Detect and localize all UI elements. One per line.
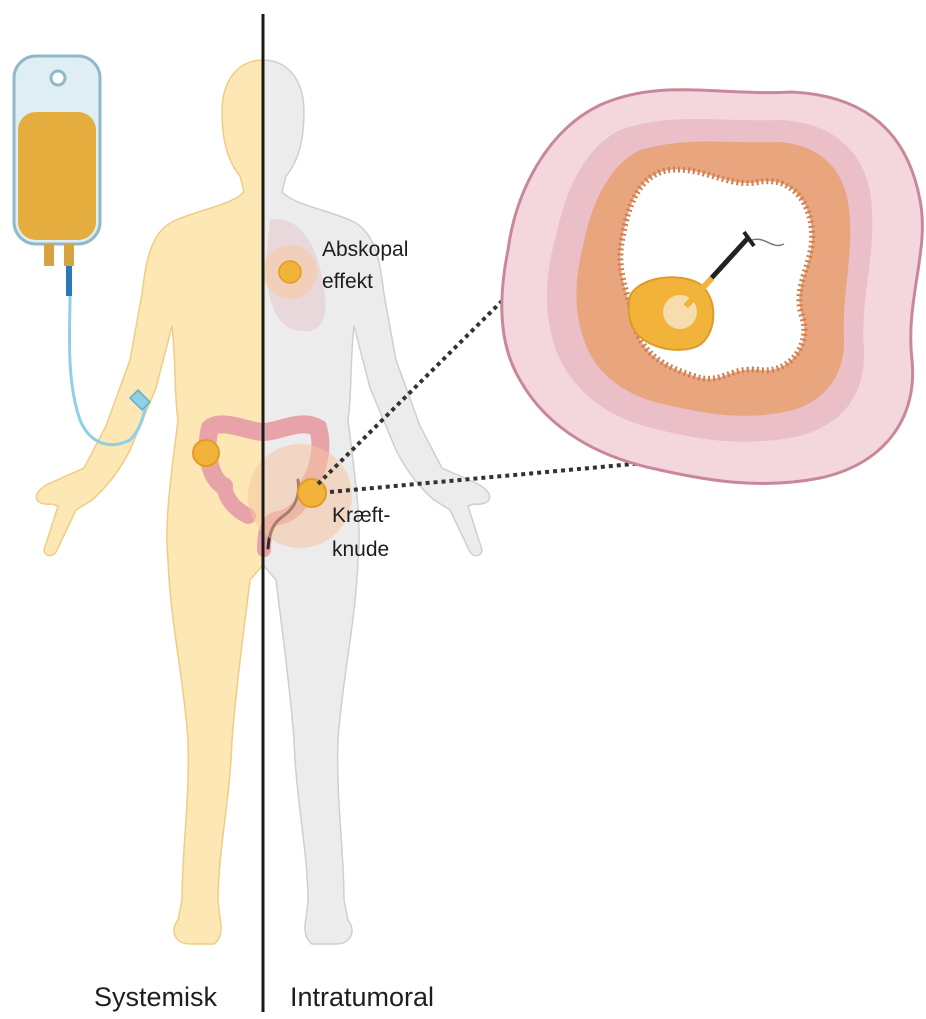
tumor-label-line2: knude [332,538,389,561]
tumor-label-line1: Kræft- [332,504,390,527]
intratumoral-caption: Intratumoral [290,982,434,1012]
abscopal-label-line2: effekt [322,270,373,293]
abscopal-label-line1: Abskopal [322,238,408,261]
systemic-tumor [193,440,219,466]
tissue-cross-section [502,90,923,484]
systemic-caption: Systemisk [94,982,218,1012]
abscopal-tumor [263,245,317,299]
iv-bag [14,56,100,296]
